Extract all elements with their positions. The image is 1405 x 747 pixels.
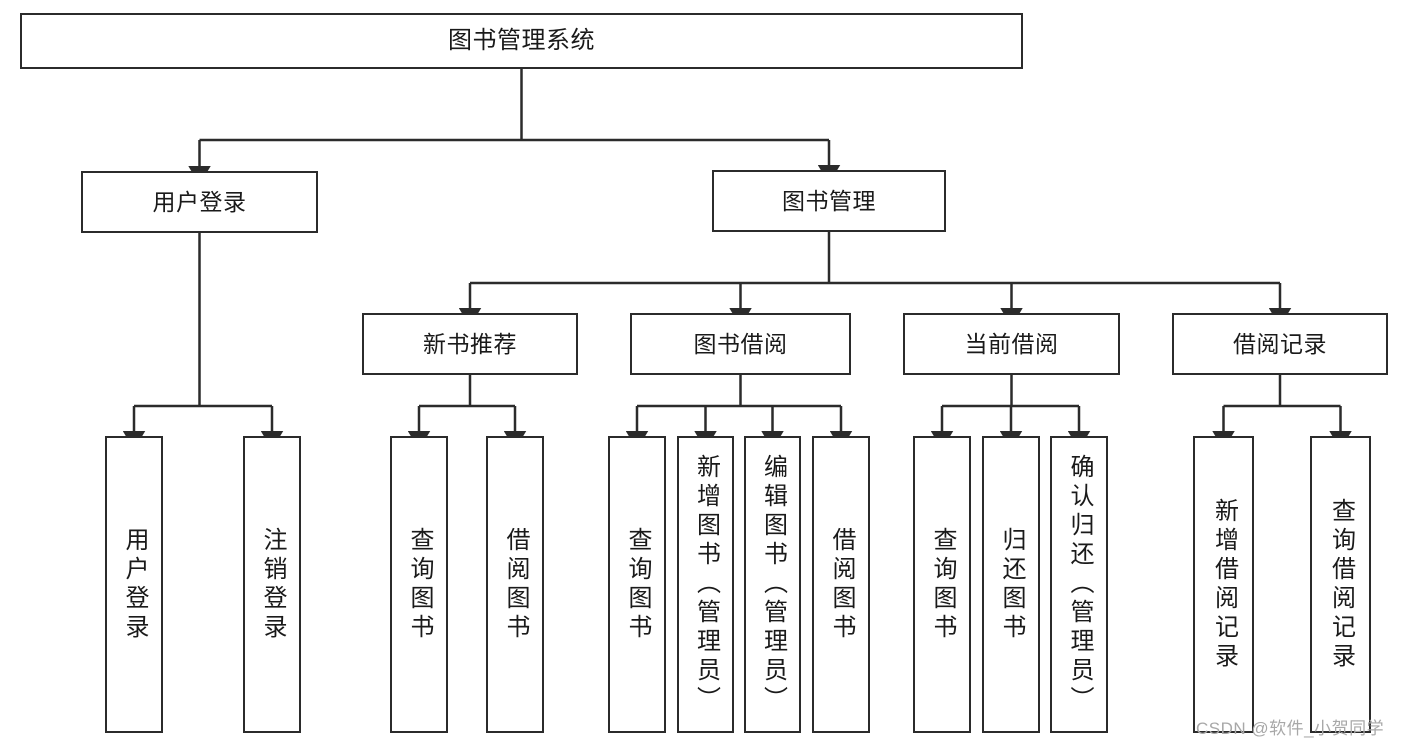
node-book-manage[interactable]: 图书管理 — [712, 170, 946, 232]
leaf-logout-label: 注销登录 — [259, 526, 286, 643]
leaf-query-book-3-label: 查询图书 — [929, 526, 956, 643]
node-book-borrow[interactable]: 图书借阅 — [630, 313, 851, 375]
leaf-user-login-label: 用户登录 — [121, 526, 148, 643]
leaf-user-login[interactable]: 用户登录 — [105, 436, 163, 733]
leaf-query-book-1-label: 查询图书 — [406, 526, 433, 643]
leaf-logout[interactable]: 注销登录 — [243, 436, 301, 733]
node-current-borrow[interactable]: 当前借阅 — [903, 313, 1120, 375]
node-new-book-recommend-label: 新书推荐 — [423, 330, 517, 357]
leaf-add-borrow-record[interactable]: 新增借阅记录 — [1193, 436, 1254, 733]
leaf-add-book-label: 新增图书（管理员） — [692, 454, 720, 715]
leaf-add-book[interactable]: 新增图书（管理员） — [677, 436, 734, 733]
node-root[interactable]: 图书管理系统 — [20, 13, 1023, 69]
leaf-query-book-2[interactable]: 查询图书 — [608, 436, 666, 733]
leaf-borrow-book-1-label: 借阅图书 — [502, 526, 529, 643]
node-book-borrow-label: 图书借阅 — [693, 330, 788, 357]
leaf-query-book-3[interactable]: 查询图书 — [913, 436, 971, 733]
node-borrow-record-label: 借阅记录 — [1233, 330, 1327, 357]
leaf-return-book-label: 归还图书 — [998, 526, 1025, 643]
leaf-edit-book-label: 编辑图书（管理员） — [759, 454, 787, 715]
leaf-query-borrow-record[interactable]: 查询借阅记录 — [1310, 436, 1371, 733]
leaf-query-book-2-label: 查询图书 — [624, 526, 651, 643]
leaf-confirm-return[interactable]: 确认归还（管理员） — [1050, 436, 1108, 733]
node-root-label: 图书管理系统 — [448, 27, 595, 55]
leaf-query-book-1[interactable]: 查询图书 — [390, 436, 448, 733]
node-new-book-recommend[interactable]: 新书推荐 — [362, 313, 578, 375]
node-current-borrow-label: 当前借阅 — [964, 330, 1059, 357]
leaf-edit-book[interactable]: 编辑图书（管理员） — [744, 436, 801, 733]
node-book-manage-label: 图书管理 — [782, 187, 876, 214]
leaf-return-book[interactable]: 归还图书 — [982, 436, 1040, 733]
node-user-login-label: 用户登录 — [152, 188, 247, 215]
leaf-confirm-return-label: 确认归还（管理员） — [1066, 454, 1093, 715]
node-borrow-record[interactable]: 借阅记录 — [1172, 313, 1388, 375]
leaf-borrow-book-2-label: 借阅图书 — [828, 526, 855, 643]
leaf-borrow-book-1[interactable]: 借阅图书 — [486, 436, 544, 733]
node-user-login[interactable]: 用户登录 — [81, 171, 318, 233]
leaf-borrow-book-2[interactable]: 借阅图书 — [812, 436, 870, 733]
leaf-add-borrow-record-label: 新增借阅记录 — [1210, 497, 1238, 672]
csdn-watermark: CSDN @软件_小贺同学 — [1196, 719, 1385, 738]
leaf-query-borrow-record-label: 查询借阅记录 — [1327, 497, 1355, 672]
